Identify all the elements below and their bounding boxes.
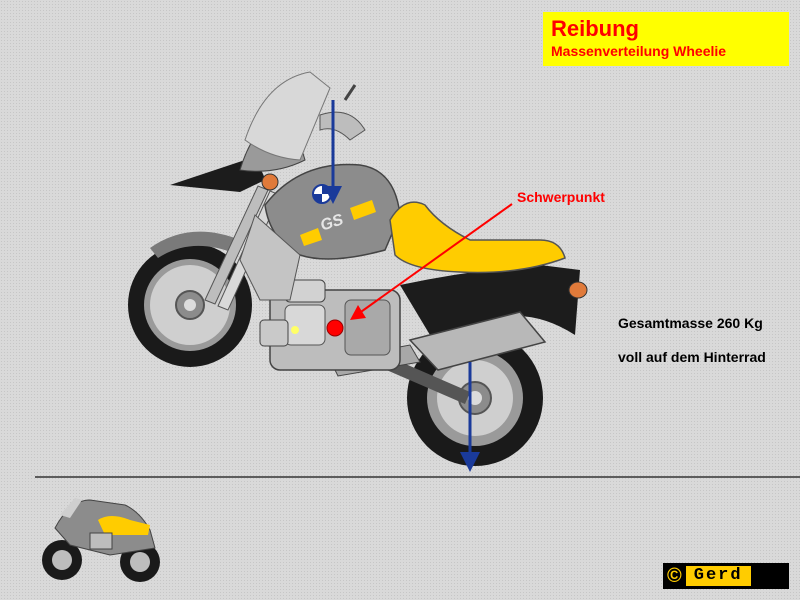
copyright-badge: © Gerd (663, 563, 789, 589)
page-title: Reibung (551, 16, 639, 41)
center-of-gravity-label: Schwerpunkt (517, 189, 605, 205)
copyright-name: Gerd (685, 566, 751, 586)
weight-arrow-front (324, 100, 342, 204)
tank-logo-text: GS (318, 211, 346, 234)
weight-arrow-rear (460, 362, 480, 472)
copyright-icon: © (667, 565, 682, 587)
seat (389, 201, 566, 274)
title-box: Reibung Massenverteilung Wheelie (543, 12, 789, 66)
center-of-gravity-pointer (350, 203, 513, 320)
motorcycle-thumbnail-icon (42, 498, 160, 582)
rear-wheel-label: voll auf dem Hinterrad (618, 349, 766, 365)
center-of-gravity-marker (326, 319, 344, 337)
motorcycle-illustration: GS (128, 71, 588, 466)
total-mass-label: Gesamtmasse 260 Kg (618, 315, 763, 331)
page-subtitle: Massenverteilung Wheelie (551, 43, 727, 59)
